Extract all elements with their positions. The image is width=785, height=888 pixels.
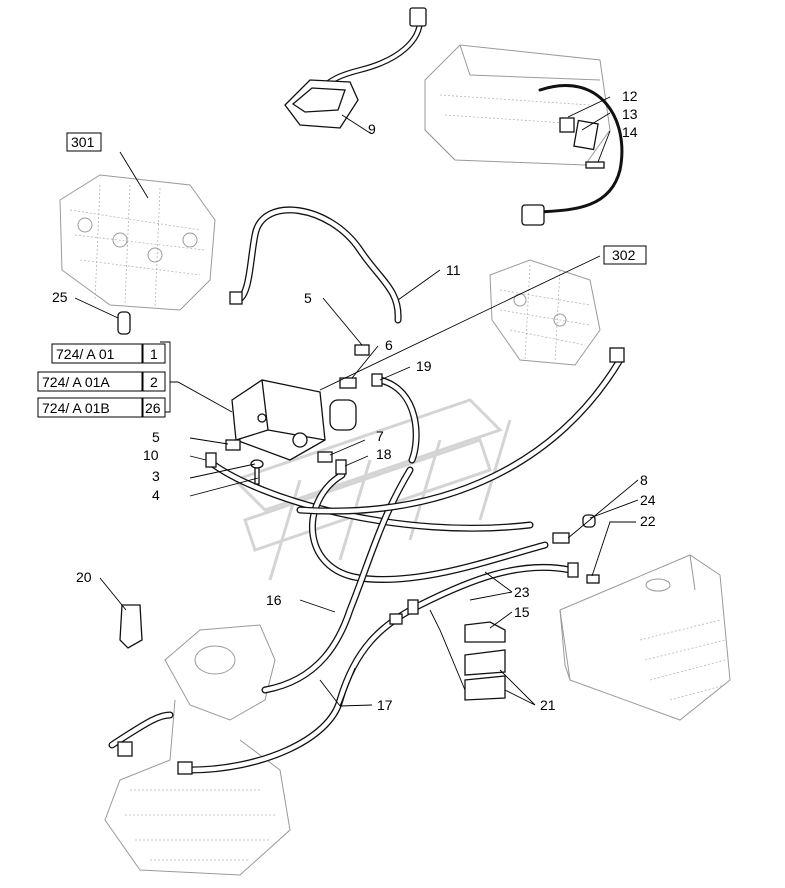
callout-14: 14	[622, 124, 638, 140]
ref-724-a01a: 724/ A 01A	[42, 374, 110, 390]
foot-pedal-part	[284, 7, 427, 129]
callout-16: 16	[266, 592, 282, 608]
callout-17: 17	[377, 697, 393, 713]
callout-9: 9	[368, 121, 376, 137]
callout-5-bottom: 5	[152, 429, 160, 445]
ref-302: 302	[612, 247, 636, 263]
fittings	[117, 291, 625, 775]
ref-724-a01: 724/ A 01	[56, 346, 115, 362]
callout-5-top: 5	[304, 290, 312, 306]
callout-7: 7	[376, 428, 384, 444]
callout-8: 8	[640, 472, 648, 488]
callout-18: 18	[376, 446, 392, 462]
callout-19: 19	[416, 358, 432, 374]
callout-6: 6	[385, 337, 393, 353]
callout-4: 4	[152, 487, 160, 503]
hoses	[108, 17, 624, 774]
callout-labels: 9 12 13 14 25 11 5 6 19 5 10 3 4 7 18 8 …	[52, 88, 656, 713]
wire-harness-part	[521, 117, 605, 226]
callout-15: 15	[514, 604, 530, 620]
callout-22: 22	[640, 513, 656, 529]
callout-1: 1	[150, 346, 158, 362]
callout-26: 26	[145, 400, 161, 416]
clamps-part	[119, 604, 506, 701]
callout-12: 12	[622, 88, 638, 104]
callout-11: 11	[446, 262, 461, 278]
callout-13: 13	[622, 106, 638, 122]
control-valve-part	[231, 379, 357, 461]
callout-23: 23	[514, 584, 530, 600]
valve-block-301-ghost	[59, 174, 216, 311]
ref-301: 301	[71, 134, 95, 150]
callout-25: 25	[52, 289, 68, 305]
callout-20: 20	[76, 569, 92, 585]
reference-boxes: 301 302 724/ A 01 1 724/ A 01A 2 724/ A …	[37, 132, 647, 418]
callout-3: 3	[152, 468, 160, 484]
callout-10: 10	[143, 447, 159, 463]
front-axle-ghost	[104, 624, 291, 876]
callout-21: 21	[540, 697, 556, 713]
ref-724-a01b: 724/ A 01B	[42, 400, 110, 416]
callout-2: 2	[150, 374, 158, 390]
callout-24: 24	[640, 492, 656, 508]
valve-block-302-ghost	[489, 259, 601, 366]
tank-ghost	[559, 554, 731, 721]
